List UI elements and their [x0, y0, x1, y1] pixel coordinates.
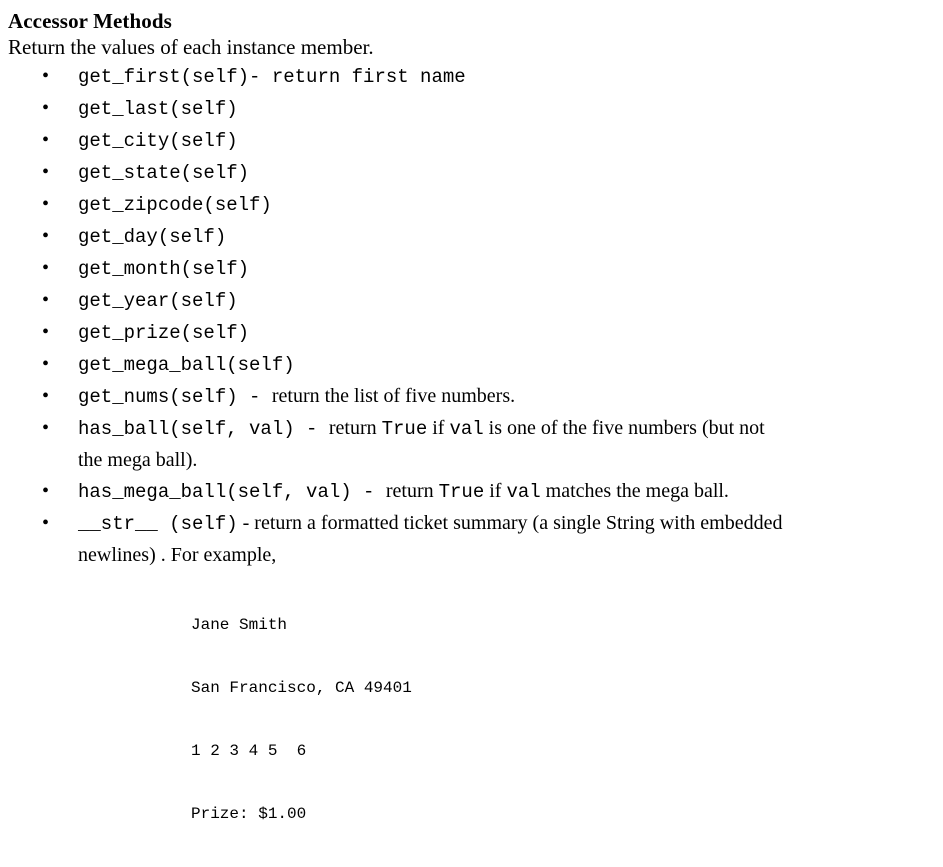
method-list: get_first(self)- return first name get_l… [0, 61, 943, 867]
method-description-end: is one of the five numbers (but not [483, 417, 765, 439]
document-page: Accessor Methods Return the values of ea… [0, 8, 943, 823]
method-description-cont: if [484, 480, 507, 502]
list-item: get_day(self) [0, 221, 943, 253]
list-item: get_mega_ball(self) [0, 349, 943, 381]
method-description: - return a formatted ticket summary (a s… [237, 512, 783, 534]
list-item: has_ball(self, val) - return True if val… [0, 413, 943, 476]
inline-code-true: True [438, 481, 485, 503]
method-signature: get_day(self) [78, 226, 227, 248]
method-signature: get_nums(self) [78, 386, 250, 408]
list-item: get_prize(self) [0, 317, 943, 349]
inline-code-true: True [381, 418, 428, 440]
example-line: 1 2 3 4 5 6 [191, 742, 307, 760]
method-description: return [328, 417, 382, 439]
method-signature: get_first(self)- return first name [78, 66, 466, 88]
list-item: get_state(self) [0, 157, 943, 189]
method-description-wrap: newlines) . For example, [78, 544, 277, 566]
method-signature: get_last(self) [78, 98, 238, 120]
list-item: has_mega_ball(self, val) - return True i… [0, 476, 943, 508]
page-title: Accessor Methods [8, 9, 172, 33]
method-description-cont: if [427, 417, 450, 439]
example-output-block: Jane Smith San Francisco, CA 49401 1 2 3… [78, 573, 925, 867]
method-description: return the list of five numbers. [271, 385, 516, 407]
inline-code-val: val [449, 418, 484, 440]
method-signature: get_year(self) [78, 290, 238, 312]
method-signature: get_zipcode(self) [78, 194, 272, 216]
list-item: get_year(self) [0, 285, 943, 317]
method-signature: has_mega_ball(self, val) [78, 481, 364, 503]
list-item: get_last(self) [0, 93, 943, 125]
list-item: __str__ (self) - return a formatted tick… [0, 508, 943, 867]
list-item: get_nums(self) - return the list of five… [0, 381, 943, 413]
example-line: Jane Smith [191, 616, 288, 634]
method-signature: __str__ (self) [78, 513, 238, 535]
list-item: get_month(self) [0, 253, 943, 285]
method-description-wrap: the mega ball). [78, 449, 198, 471]
list-item: get_first(self)- return first name [0, 61, 943, 93]
method-signature: get_city(self) [78, 130, 238, 152]
method-signature: has_ball(self, val) [78, 418, 307, 440]
method-dash: - [249, 386, 272, 408]
method-signature: get_mega_ball(self) [78, 354, 295, 376]
list-item: get_city(self) [0, 125, 943, 157]
example-line: Prize: $1.00 [191, 805, 307, 823]
method-dash: - [363, 481, 386, 503]
method-signature: get_state(self) [78, 162, 250, 184]
page-subtitle: Return the values of each instance membe… [8, 35, 374, 59]
method-signature: get_month(self) [78, 258, 250, 280]
method-signature: get_prize(self) [78, 322, 250, 344]
list-item: get_zipcode(self) [0, 189, 943, 221]
example-line: San Francisco, CA 49401 [191, 679, 412, 697]
method-dash: - [306, 418, 329, 440]
method-description-end: matches the mega ball. [540, 480, 729, 502]
method-description: return [385, 480, 439, 502]
inline-code-val: val [506, 481, 541, 503]
